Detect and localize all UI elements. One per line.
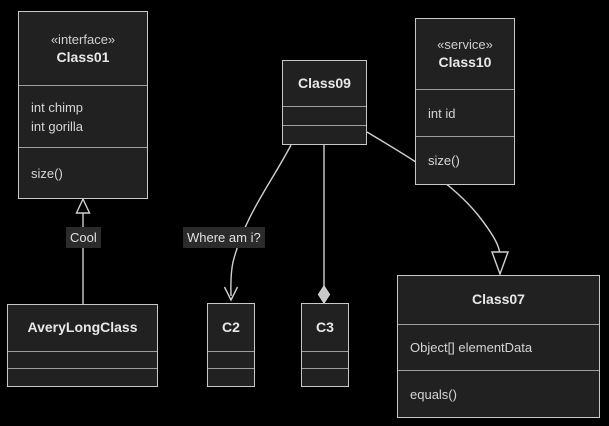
c3-name: C3 <box>316 318 334 335</box>
class01-name: Class01 <box>56 48 110 65</box>
class01-attributes: int chimp int gorilla <box>19 85 147 147</box>
class09-header: Class09 <box>283 61 366 106</box>
class10-name: Class10 <box>438 54 492 70</box>
class07-attribute: Object[] elementData <box>410 339 533 355</box>
class01-attribute: int chimp <box>31 99 84 115</box>
class07-name: Class07 <box>472 291 525 308</box>
class-node-class09[interactable]: Class09 <box>282 60 367 145</box>
class09-attributes <box>283 106 366 125</box>
c2-name: C2 <box>222 318 240 335</box>
class-node-averylongclass[interactable]: AveryLongClass <box>7 304 158 387</box>
averylongclass-attributes <box>8 350 157 369</box>
class01-operation: size() <box>31 165 63 181</box>
class01-attribute: int gorilla <box>31 118 84 134</box>
edge-averylongclass-to-class01[interactable] <box>75 197 91 304</box>
class10-operations: size() <box>416 136 514 184</box>
class10-stereotype: «service» <box>437 37 493 52</box>
class10-header: «service» Class10 <box>416 19 514 89</box>
class07-header: Class07 <box>398 276 599 324</box>
c3-header: C3 <box>302 304 348 351</box>
class10-operation: size() <box>428 153 460 168</box>
c2-header: C2 <box>208 304 254 351</box>
c2-operations <box>208 368 254 386</box>
class01-stereotype: «interface» <box>50 31 116 47</box>
edge-class09-to-c3[interactable] <box>317 145 331 305</box>
class09-name: Class09 <box>298 75 351 92</box>
class07-operations: equals() <box>398 370 599 417</box>
class-node-class10[interactable]: «service» Class10 int id size() <box>415 18 515 185</box>
averylongclass-header: AveryLongClass <box>8 305 157 351</box>
averylongclass-name: AveryLongClass <box>27 319 138 336</box>
class07-operation: equals() <box>410 386 457 402</box>
class01-operations: size() <box>19 147 147 198</box>
c3-attributes <box>302 350 348 369</box>
class-node-c2[interactable]: C2 <box>207 303 255 387</box>
class-node-class07[interactable]: Class07 Object[] elementData equals() <box>397 275 600 418</box>
class01-header: «interface» Class01 <box>19 12 147 85</box>
class10-attributes: int id <box>416 89 514 136</box>
class09-operations <box>283 125 366 144</box>
c2-attributes <box>208 350 254 369</box>
edge-label-cool[interactable]: Cool <box>66 227 101 248</box>
class10-attribute: int id <box>428 105 456 121</box>
edge-label-where-am-i[interactable]: Where am i? <box>183 227 265 248</box>
edge-class09-to-c2[interactable] <box>223 144 292 302</box>
averylongclass-operations <box>8 368 157 386</box>
c3-operations <box>302 368 348 386</box>
class-node-class01[interactable]: «interface» Class01 int chimp int gorill… <box>18 11 148 199</box>
class-node-c3[interactable]: C3 <box>301 303 349 387</box>
class07-attributes: Object[] elementData <box>398 323 599 371</box>
